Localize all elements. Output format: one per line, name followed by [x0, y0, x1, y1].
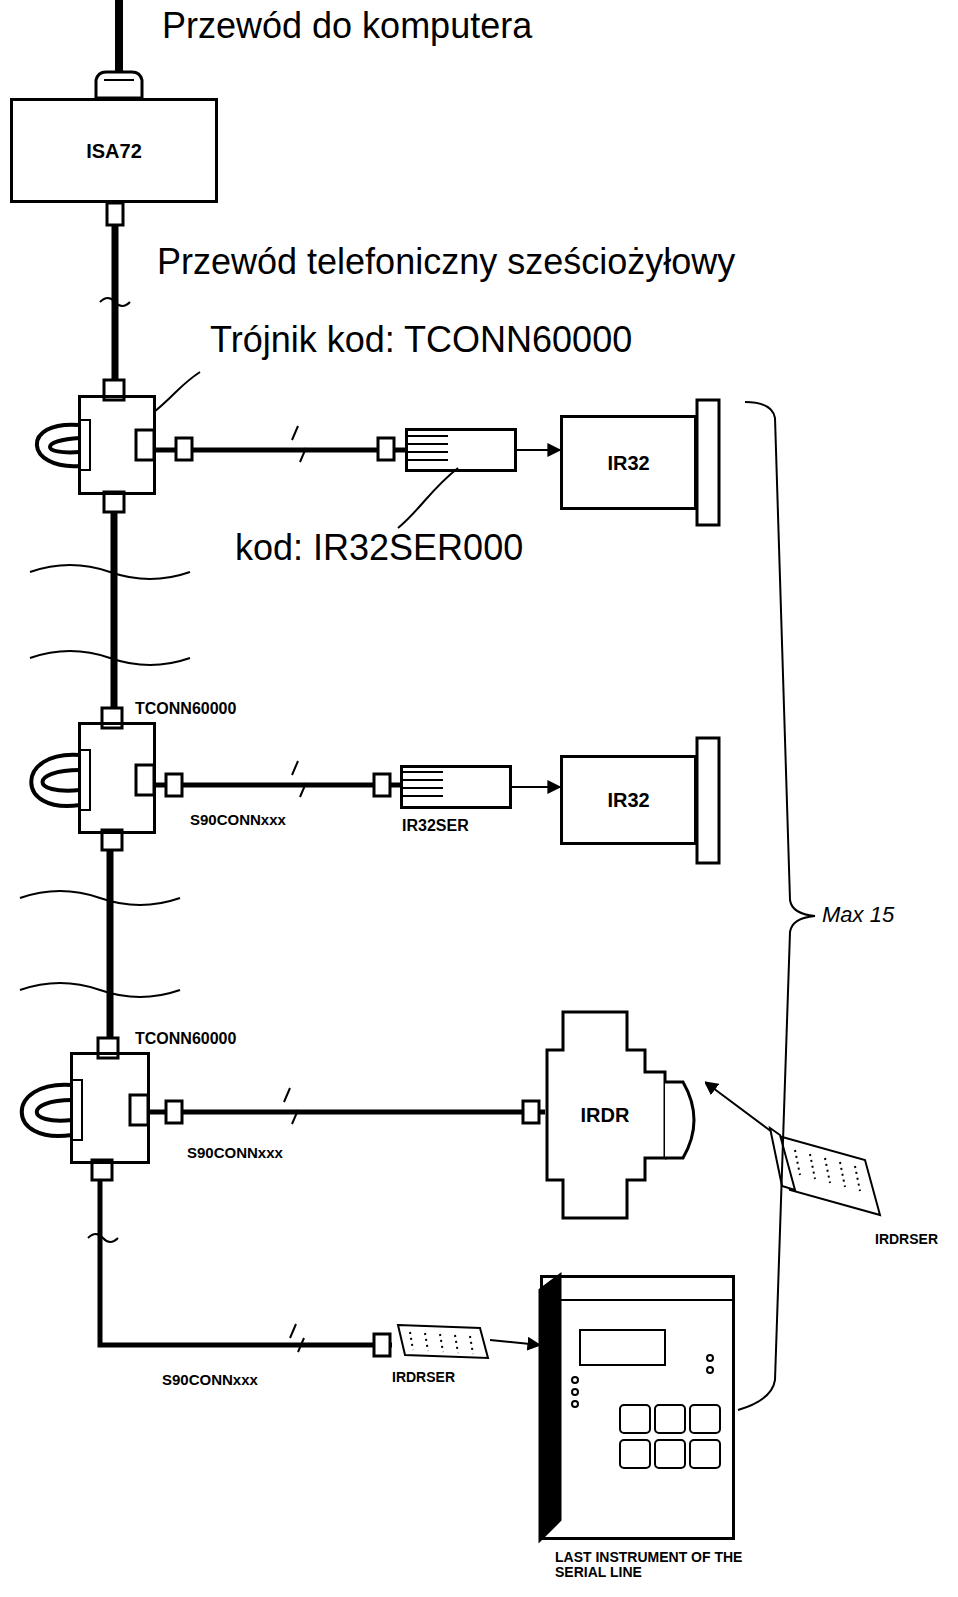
node-label: IR32SER: [402, 817, 469, 835]
cable-label: S90CONNxxx: [160, 1372, 260, 1389]
cable-connector: [705, 1082, 772, 1132]
controller-box: IR32: [560, 755, 697, 845]
din-controller: IRDR: [545, 1010, 705, 1220]
instrument-panel: LAST INSTRUMENT OF THE SERIAL LINE: [540, 1275, 735, 1540]
cable-connector: [517, 449, 560, 451]
node-label: TCONN60000: [135, 1030, 236, 1048]
node-label: TCONN60000: [135, 700, 236, 718]
node-label: kod: IR32SER000: [235, 528, 523, 568]
controller-box: IR32: [560, 415, 697, 510]
cable-connector: [150, 1110, 545, 1115]
cable-connector: [512, 786, 560, 788]
node-label: Trójnik kod: TCONN60000: [210, 320, 632, 360]
node-label: ISA72: [86, 140, 142, 162]
cable-connector: [107, 834, 114, 1052]
serial-adapter: kod: IR32SER000: [405, 428, 517, 472]
cable-label: Przewód telefoniczny sześciożyłowy: [155, 242, 737, 282]
interface-box: ISA72: [10, 98, 218, 203]
node-label: LAST INSTRUMENT OF THE SERIAL LINE: [555, 1550, 755, 1581]
count-note: Max 15: [820, 903, 896, 927]
node-label: IRDR: [581, 1104, 630, 1126]
node-label: IRDRSER: [392, 1370, 455, 1385]
cable-label: S90CONNxxx: [185, 1145, 285, 1162]
cable-connector: [100, 1164, 392, 1345]
node-label: IRDRSER: [875, 1232, 938, 1247]
cable-connector: [156, 783, 400, 788]
cable-connector: [111, 495, 118, 722]
tee-connector: TCONN60000: [78, 722, 156, 834]
tee-connector: Trójnik kod: TCONN60000: [78, 395, 156, 495]
tee-connector: TCONN60000: [70, 1052, 150, 1164]
cable-connector: [490, 1340, 540, 1345]
serial-card: IRDRSER: [770, 1128, 880, 1218]
serial-card: IRDRSER: [392, 1322, 490, 1362]
node-label: IR32: [607, 789, 649, 811]
cable-label: Przewód do komputera: [160, 6, 534, 46]
cable-label: S90CONNxxx: [188, 812, 288, 829]
node-label: IR32: [607, 452, 649, 474]
serial-adapter: IR32SER: [400, 765, 512, 809]
